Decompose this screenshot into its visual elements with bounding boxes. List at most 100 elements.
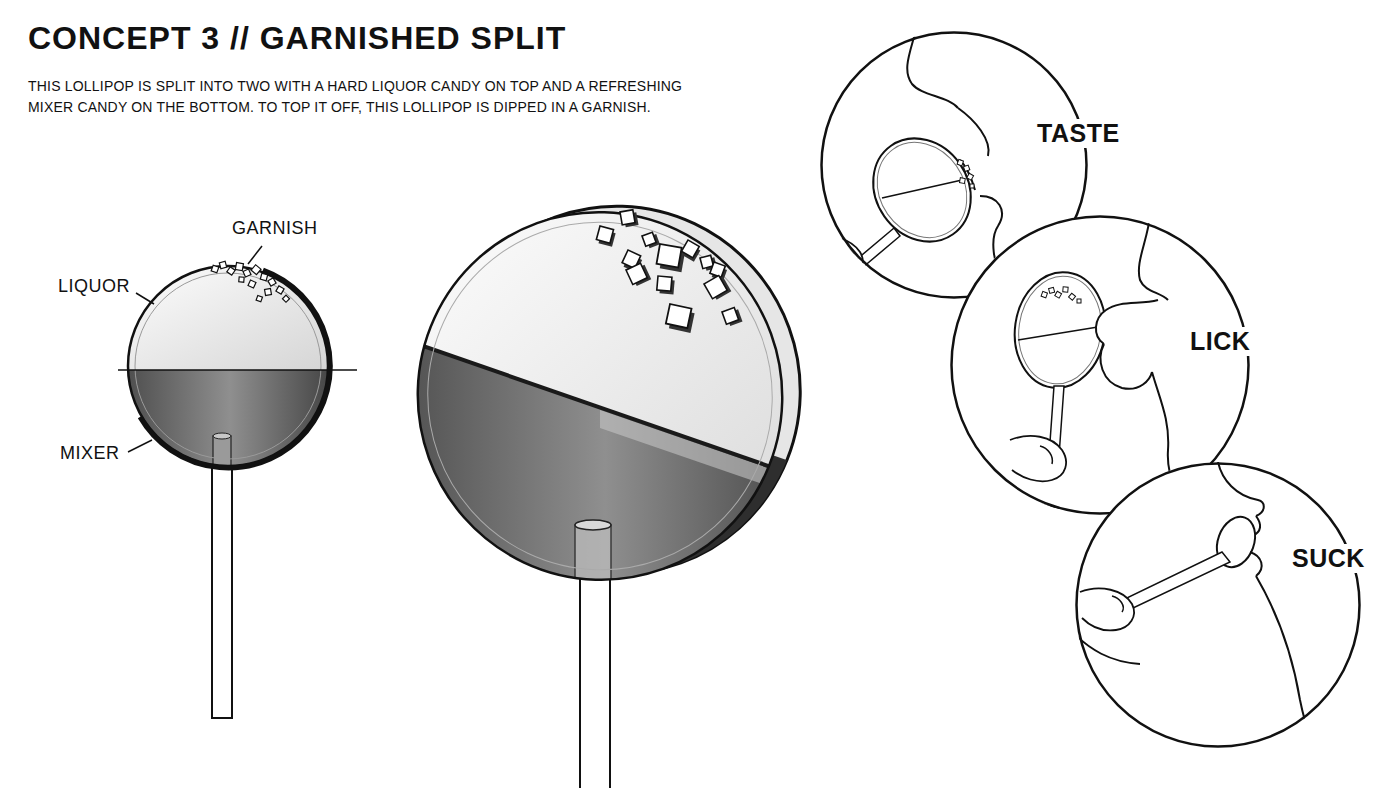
garnish-cube — [704, 274, 731, 301]
circle-outline — [822, 33, 1087, 298]
candy-highlight — [379, 174, 821, 619]
circle-outline — [952, 217, 1249, 514]
garnish-crystal — [227, 267, 235, 275]
step-circle: LICK — [950, 215, 1250, 515]
hand — [1010, 436, 1066, 481]
vignette-ground — [950, 215, 1250, 515]
finger — [1000, 480, 1060, 508]
garnish-crystal — [957, 159, 963, 165]
leader-line — [136, 293, 154, 304]
garnish-crystal — [211, 265, 219, 273]
small-lollipop — [118, 246, 357, 718]
leader-line — [128, 440, 152, 452]
garnish-crystal — [265, 289, 272, 296]
garnish-crystals — [596, 209, 743, 333]
garnish-crystals — [957, 159, 974, 188]
candy-fill — [380, 200, 840, 620]
vignette-ground — [1075, 462, 1361, 748]
label-holder: LIQUOR — [58, 276, 130, 297]
garnish-crystals — [1041, 287, 1081, 303]
lollipop-candy — [853, 119, 990, 260]
vignette-ground — [820, 31, 1088, 299]
candy-outline — [366, 161, 834, 631]
fingernail — [1112, 596, 1123, 612]
garnish-crystal — [235, 263, 243, 271]
part-label: LIQUOR — [58, 276, 130, 297]
garnish-crystal — [1041, 291, 1047, 297]
garnish-crystal — [248, 280, 256, 288]
garnish-crystal — [967, 173, 974, 180]
garnish-crystal — [970, 184, 974, 188]
title: CONCEPT 3 // GARNISHED SPLIT — [28, 20, 566, 57]
garnish-crystal — [963, 165, 969, 171]
lollipop-stick — [580, 560, 610, 788]
part-label: MIXER — [60, 443, 120, 464]
lollipop-highlight — [859, 125, 985, 255]
leader-line — [248, 246, 262, 264]
garnish-crystal — [260, 273, 267, 280]
garnish-cube — [656, 244, 686, 272]
garnish-crystal — [251, 265, 261, 275]
face-lip — [1250, 552, 1262, 576]
split-line — [400, 338, 800, 477]
circle-outline-layer — [820, 31, 1088, 299]
garnish-cube — [680, 240, 702, 262]
face-lip — [958, 108, 989, 156]
split-line — [118, 369, 357, 371]
liquor-half — [380, 200, 840, 620]
step-label: SUCK — [1288, 544, 1369, 573]
vignette-drawing — [1070, 462, 1320, 760]
garnish-cube — [665, 304, 695, 333]
stick-socket-top — [575, 520, 611, 530]
lollipop-highlight — [1012, 271, 1108, 389]
mixer-half — [120, 370, 340, 480]
stick-socket-top — [213, 433, 231, 439]
garnish-crystal — [276, 286, 284, 294]
garnish-crystal — [1077, 299, 1081, 303]
title-holder: CONCEPT 3 // GARNISHED SPLIT — [28, 20, 566, 57]
stick-socket-band — [575, 580, 611, 590]
circle-outline — [1077, 464, 1360, 747]
description: THIS LOLLIPOP IS SPLIT INTO TWO WITH A H… — [28, 76, 688, 118]
garnish-crystal — [282, 295, 289, 302]
garnish-crystal — [1055, 291, 1062, 298]
step-circle: SUCK — [1075, 462, 1361, 748]
candy-highlight — [135, 273, 321, 459]
lollipop-stick — [212, 430, 232, 718]
finger — [812, 270, 860, 300]
garnish-cube — [620, 209, 639, 228]
garnish-crystal — [960, 178, 966, 184]
garnish-crystal — [1069, 293, 1076, 300]
candy-shadow-rim — [140, 270, 330, 468]
face-chin — [1256, 576, 1320, 760]
candy-outline — [128, 266, 328, 466]
face-lip — [1096, 300, 1158, 344]
garnish-cube — [626, 262, 651, 287]
garnish-cube — [722, 307, 743, 328]
fingernail — [1040, 446, 1052, 464]
split-line — [882, 180, 962, 198]
garnish-cube — [596, 226, 617, 247]
step-label: TASTE — [1033, 119, 1124, 148]
garnish-crystals — [211, 261, 289, 302]
part-label: GARNISH — [232, 218, 318, 239]
garnish-crystal — [1063, 287, 1068, 292]
garnish-crystal — [239, 277, 244, 282]
garnish-crystal — [256, 295, 262, 301]
hand — [812, 236, 863, 279]
split-line — [1018, 326, 1104, 340]
big-lollipop — [366, 155, 852, 788]
label-holder: MIXER — [60, 443, 120, 464]
step-label: LICK — [1186, 327, 1254, 356]
step-circle: TASTE — [820, 31, 1088, 299]
garnish-cube — [657, 276, 675, 294]
hand — [1080, 588, 1134, 630]
face-lip — [1101, 344, 1152, 389]
label-holder: GARNISH — [232, 218, 318, 239]
garnish-crystal — [219, 261, 226, 268]
liquor-half — [120, 260, 340, 370]
garnish-crystal — [268, 278, 276, 286]
garnish-crystal — [243, 269, 251, 277]
